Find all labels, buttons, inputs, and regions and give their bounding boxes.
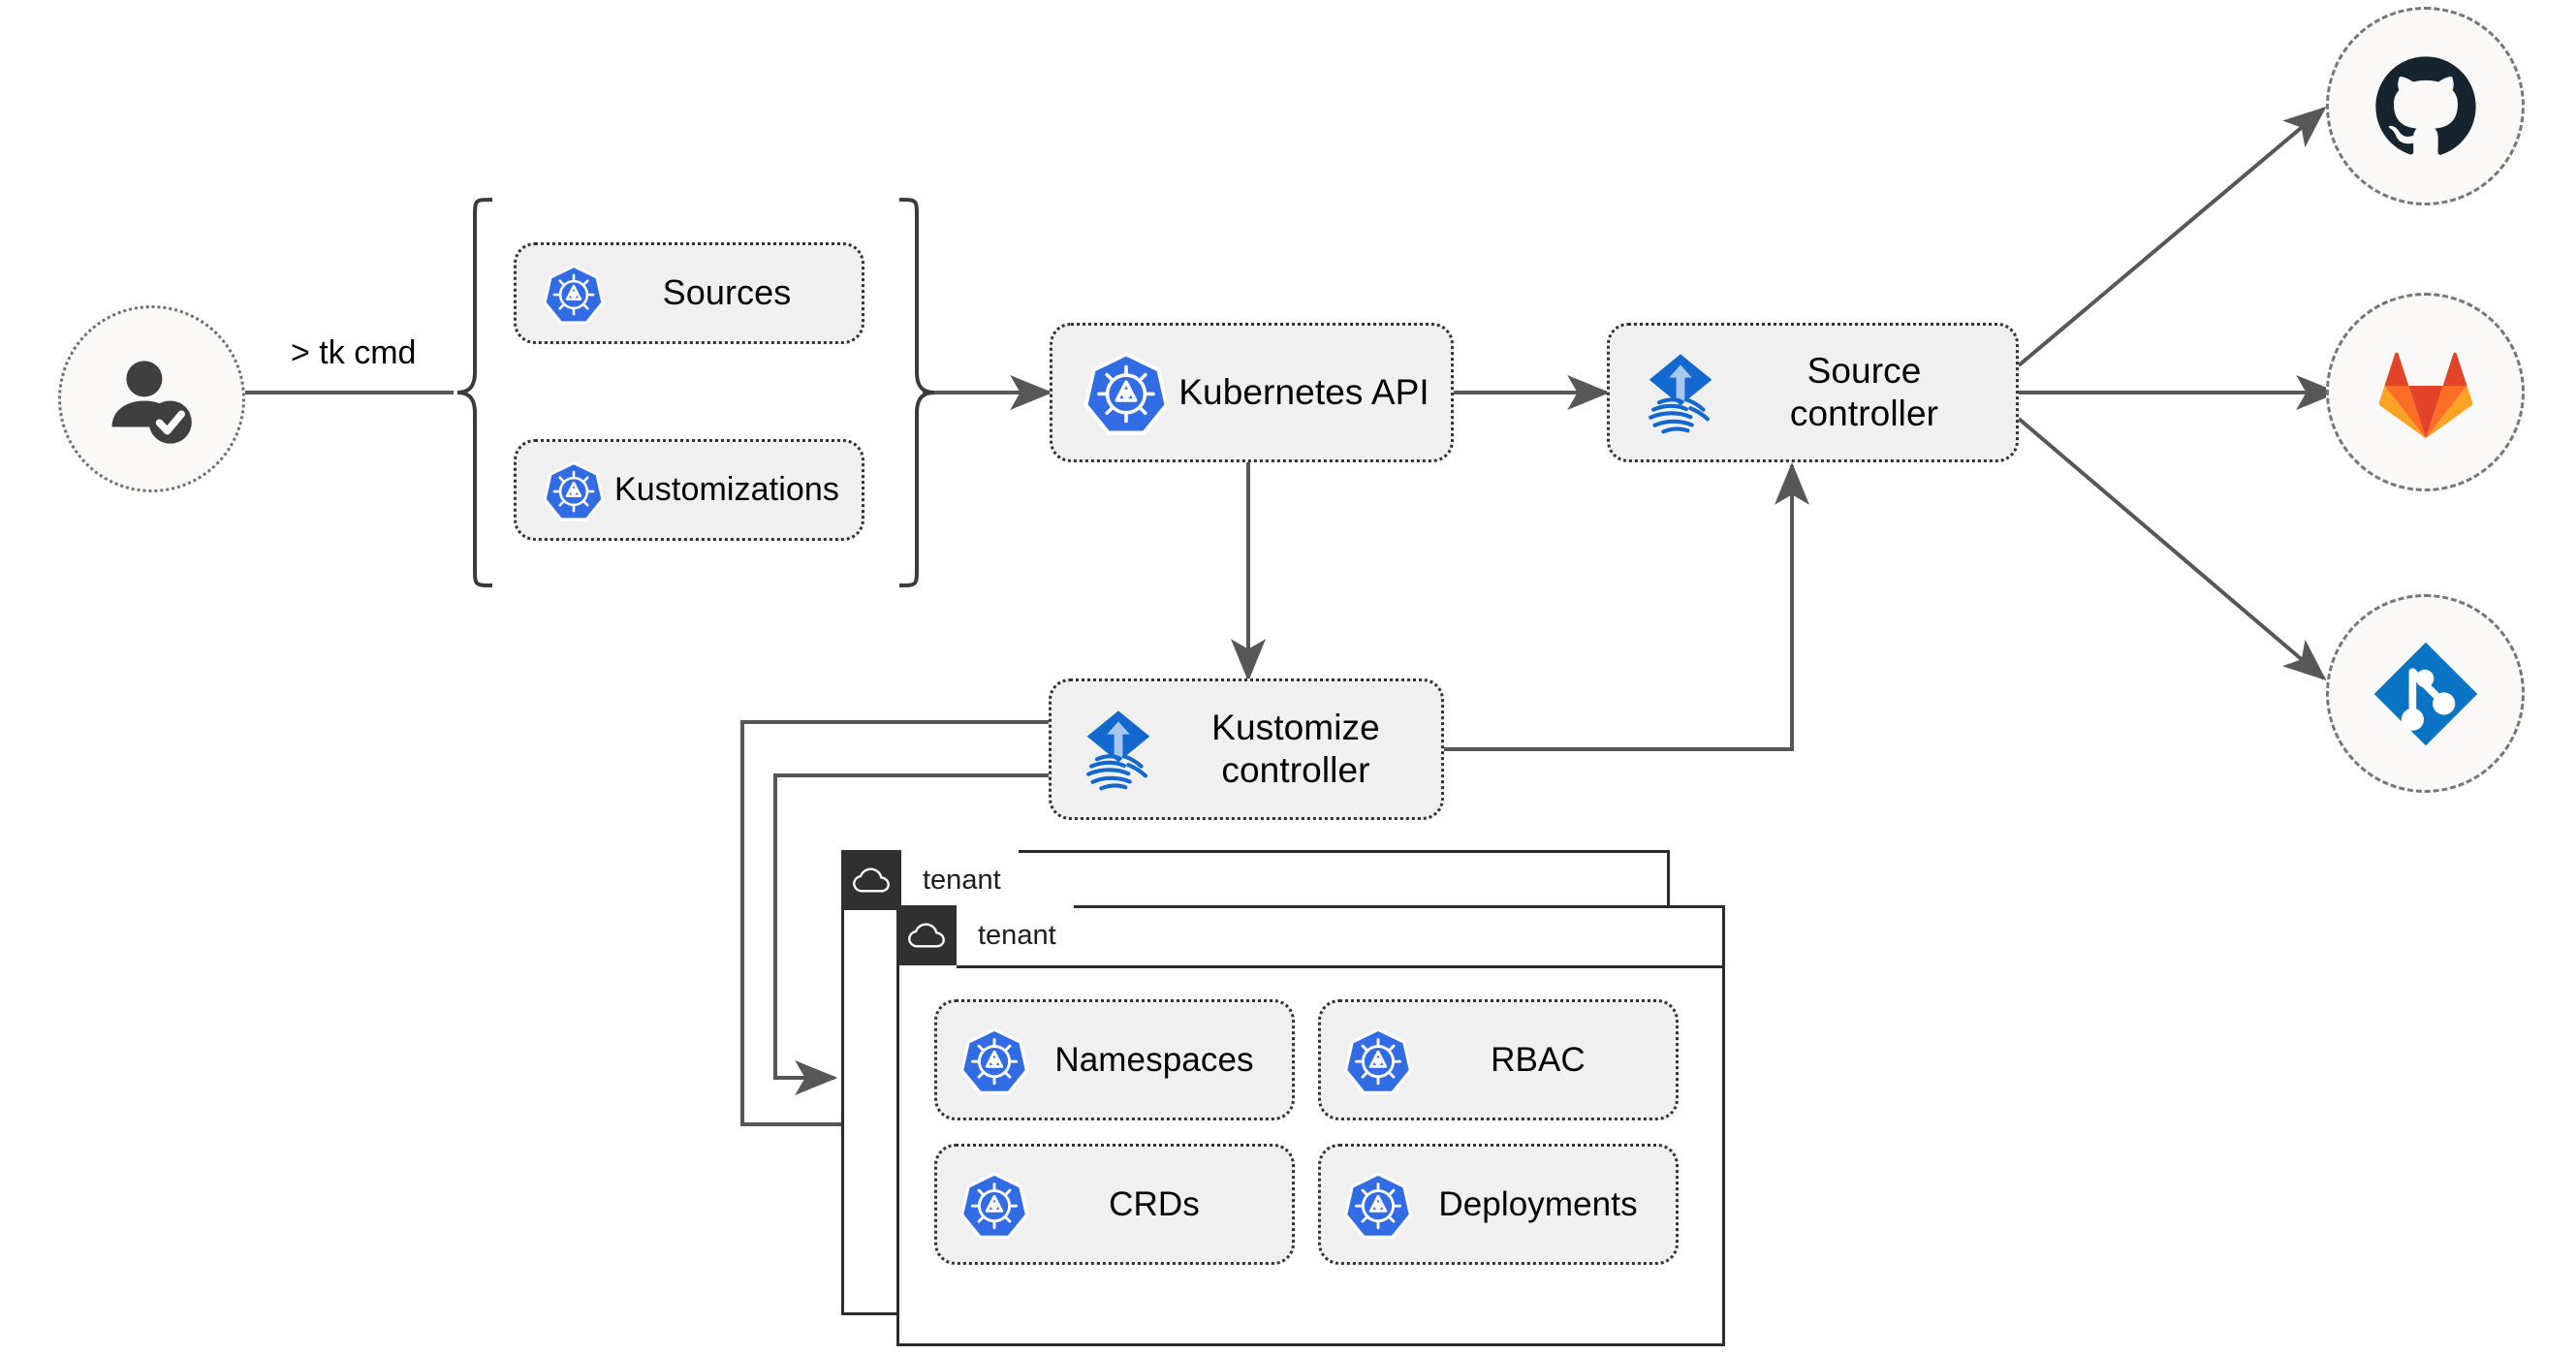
repo-git[interactable] bbox=[2326, 594, 2525, 793]
kubernetes-icon bbox=[958, 1024, 1030, 1096]
tenant-resource-label: CRDs bbox=[1109, 1184, 1200, 1223]
cloud-icon bbox=[896, 905, 957, 965]
kubernetes-icon bbox=[958, 1169, 1030, 1241]
kubernetes-icon bbox=[542, 262, 606, 326]
window-header-divider bbox=[957, 965, 1725, 968]
repo-gitlab[interactable] bbox=[2326, 293, 2525, 491]
tenant-resource-label: RBAC bbox=[1491, 1040, 1586, 1079]
flux-icon bbox=[1635, 347, 1726, 438]
kustomize-controller-node[interactable]: Kustomize controller bbox=[1049, 678, 1444, 820]
tenant-resource-namespaces[interactable]: Namespaces bbox=[934, 999, 1295, 1120]
tenant-resource-rbac[interactable]: RBAC bbox=[1318, 999, 1679, 1120]
flux-icon bbox=[1073, 704, 1164, 795]
wire-source-to-git bbox=[2017, 417, 2327, 681]
tenant-resource-label: Namespaces bbox=[1054, 1040, 1254, 1079]
tenant-resource-crds[interactable]: CRDs bbox=[934, 1144, 1295, 1265]
curly-brace-group bbox=[456, 198, 935, 587]
tenant-tab-2[interactable]: tenant bbox=[896, 905, 1074, 965]
source-controller-label: Source controller bbox=[1789, 351, 1939, 433]
resource-kustomizations[interactable]: Kustomizations bbox=[514, 439, 864, 541]
wire-kustomize-to-source bbox=[1444, 461, 1809, 751]
user-node[interactable] bbox=[58, 305, 245, 492]
tenant-title: tenant bbox=[923, 864, 1001, 896]
resource-label: Sources bbox=[662, 272, 792, 313]
kubernetes-icon bbox=[542, 458, 606, 522]
wire-source-to-github bbox=[2017, 106, 2327, 367]
source-controller-node[interactable]: Source controller bbox=[1607, 323, 2019, 462]
user-verified-icon bbox=[102, 349, 203, 450]
kubernetes-icon bbox=[1342, 1024, 1414, 1096]
kubernetes-api-node[interactable]: Kubernetes API bbox=[1050, 323, 1454, 462]
tenant-title: tenant bbox=[978, 919, 1056, 951]
kubernetes-api-label: Kubernetes API bbox=[1178, 372, 1429, 413]
git-icon bbox=[2370, 638, 2482, 750]
github-icon bbox=[2369, 49, 2483, 164]
kustomize-controller-label: Kustomize controller bbox=[1211, 708, 1380, 790]
resource-label: Kustomizations bbox=[614, 471, 839, 509]
command-label: > tk cmd bbox=[291, 334, 417, 371]
tenant-window-2[interactable]: tenant Name bbox=[896, 905, 1725, 1346]
kubernetes-icon bbox=[1342, 1169, 1414, 1241]
tenant-resource-label: Deployments bbox=[1438, 1184, 1638, 1223]
tenant-resource-deployments[interactable]: Deployments bbox=[1318, 1144, 1679, 1265]
repo-github[interactable] bbox=[2326, 7, 2525, 205]
gitlab-icon bbox=[2372, 338, 2480, 447]
kubernetes-icon bbox=[1082, 348, 1171, 437]
cloud-icon bbox=[841, 850, 901, 910]
resource-sources[interactable]: Sources bbox=[514, 242, 864, 344]
tenant-tab-1[interactable]: tenant bbox=[841, 850, 1019, 910]
